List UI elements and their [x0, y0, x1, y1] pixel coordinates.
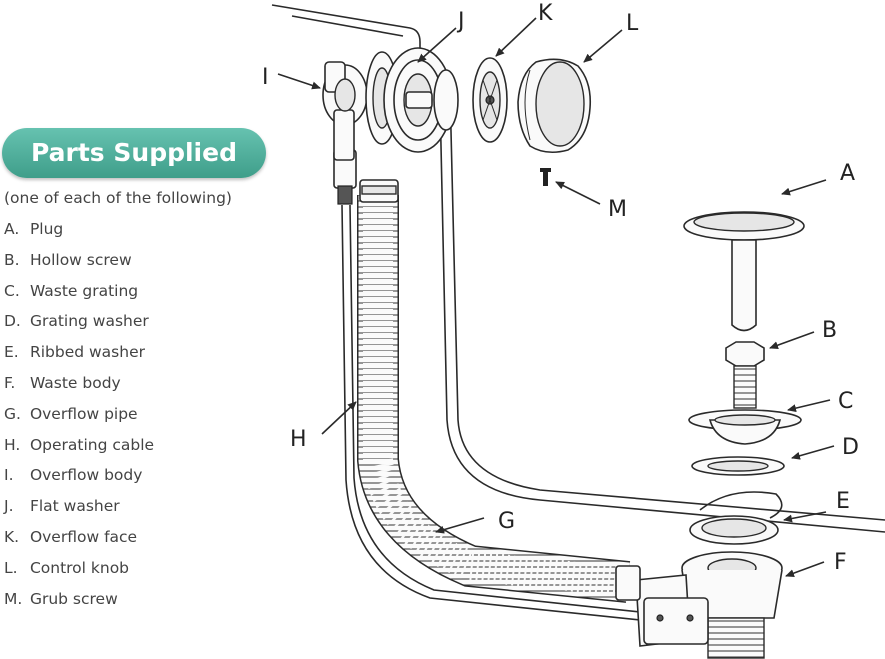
- arrow-b: [769, 331, 815, 350]
- grating-washer-part: [691, 456, 785, 476]
- arrow-h: [321, 401, 357, 435]
- callout-d: D: [842, 435, 859, 460]
- part-item-h: H. Operating cable: [4, 435, 155, 454]
- part-item-f: F. Waste body: [4, 373, 121, 392]
- arrow-l: [583, 29, 623, 63]
- grub-screw-part: [540, 168, 551, 186]
- part-item-d: D. Grating washer: [4, 312, 149, 331]
- callout-f: F: [834, 550, 847, 575]
- callout-e: E: [836, 489, 850, 514]
- arrow-c: [787, 399, 831, 413]
- hollow-screw-part: [725, 341, 765, 409]
- callout-a: A: [840, 161, 855, 186]
- callout-arrows: [277, 17, 835, 577]
- part-item-i: I. Overflow body: [4, 466, 143, 485]
- part-item-b: B. Hollow screw: [4, 250, 132, 269]
- part-item-m: M. Grub screw: [4, 589, 118, 608]
- callout-k: K: [538, 1, 553, 26]
- callout-m: M: [608, 197, 627, 222]
- callout-b: B: [822, 318, 837, 343]
- parts-subtitle: (one of each of the following): [4, 189, 232, 207]
- parts-list: A. Plug B. Hollow screw C. Waste grating…: [4, 216, 154, 616]
- part-item-j: J. Flat washer: [4, 497, 120, 516]
- waste-body-part: [615, 551, 783, 659]
- callout-labels: A B C D E F G H I J K L M: [262, 1, 859, 575]
- arrow-k: [495, 17, 537, 57]
- parts-supplied-badge: Parts Supplied: [2, 128, 266, 178]
- callout-j: J: [456, 9, 465, 34]
- part-item-l: L. Control knob: [4, 558, 130, 577]
- arrow-g: [435, 517, 485, 534]
- arrow-m: [555, 181, 601, 205]
- part-item-g: G. Overflow pipe: [4, 404, 138, 423]
- arrow-e: [783, 511, 827, 523]
- part-item-a: A. Plug: [4, 220, 64, 238]
- ribbed-washer-part: [689, 491, 783, 545]
- callout-h: H: [290, 427, 307, 452]
- arrow-j: [417, 27, 457, 63]
- part-item-e: E. Ribbed washer: [4, 343, 145, 362]
- overflow-face-part: [472, 57, 508, 143]
- callout-l: L: [626, 11, 639, 36]
- arrow-f: [785, 561, 825, 577]
- overflow-body-part: [322, 61, 368, 161]
- flat-washer-part: [365, 47, 459, 153]
- part-item-k: K. Overflow face: [4, 527, 138, 546]
- arrow-d: [791, 445, 835, 460]
- callout-g: G: [498, 509, 515, 534]
- callout-c: C: [838, 389, 853, 414]
- parts-supplied-title: Parts Supplied: [31, 138, 237, 167]
- waste-grating-part: [688, 409, 802, 445]
- bath-outline: [271, 4, 885, 533]
- control-knob-part: [517, 58, 592, 154]
- arrow-a: [781, 179, 827, 196]
- plug-part: [683, 211, 805, 332]
- callout-i: I: [262, 65, 269, 90]
- part-item-c: C. Waste grating: [4, 281, 139, 300]
- arrow-i: [277, 73, 321, 90]
- overflow-pipe-part: [357, 179, 631, 603]
